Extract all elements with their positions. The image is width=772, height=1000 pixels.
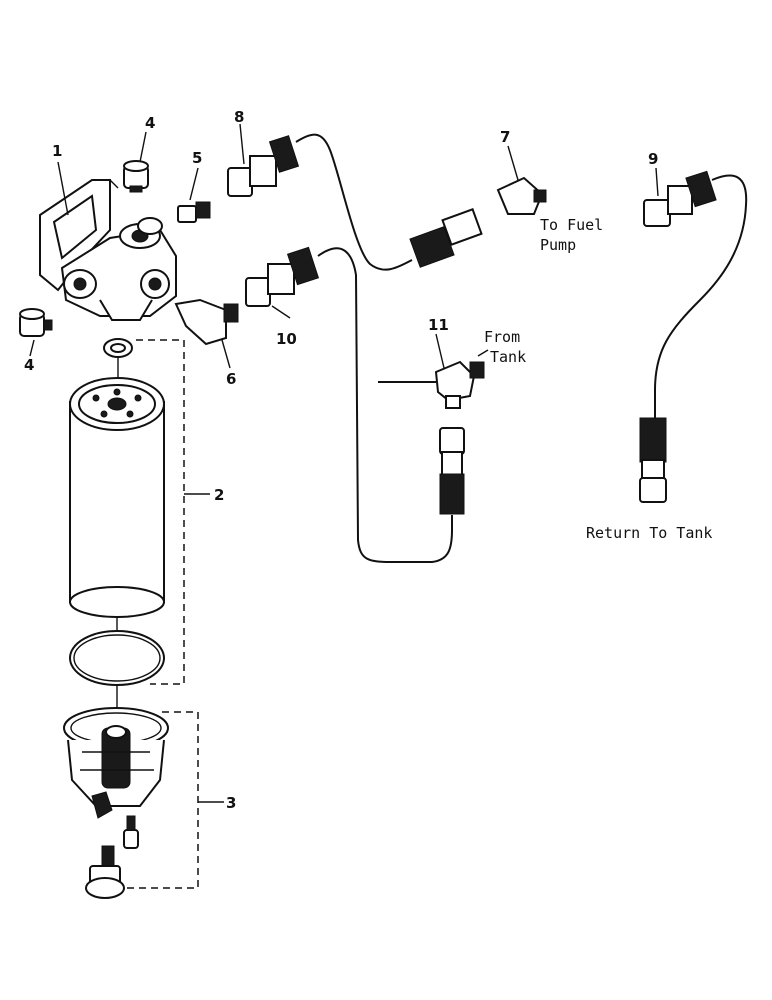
callout-8: 8 [234,108,244,126]
callout-1: 1 [52,142,62,160]
fuel-line-inlet [317,247,453,563]
separator-bowl [63,707,224,899]
fuel-line-to-pump [295,133,413,271]
callout-10: 10 [276,330,297,348]
plug-left [19,308,53,357]
fuel-line-return [654,174,748,420]
from-tank-label-line2: Tank [490,348,526,366]
callout-2: 2 [214,486,224,504]
elbow-fitting-7 [409,145,547,268]
filter-head-assembly [39,161,177,321]
callout-5: 5 [192,149,202,167]
callout-4-top: 4 [145,114,155,132]
callout-3: 3 [226,794,236,812]
plug-top [123,131,149,193]
from-tank-label-line1: From [484,328,520,346]
return-to-tank-label: Return To Tank [586,524,712,542]
hose-fitting-8 [227,123,300,197]
return-hose-fitting [639,417,667,503]
to-fuel-pump-label-line2: Pump [540,236,576,254]
tee-fitting-11 [378,333,489,515]
hose-fitting-10 [245,246,320,319]
callout-9: 9 [648,150,658,168]
callout-11: 11 [428,316,449,334]
callout-6: 6 [226,370,236,388]
callout-4-left: 4 [24,356,34,374]
fitting-5 [177,167,211,223]
callout-7: 7 [500,128,510,146]
to-fuel-pump-label-line1: To Fuel [540,216,603,234]
elbow-fitting-6 [174,298,239,369]
hose-fitting-9 [643,167,717,227]
filter-element [69,338,210,710]
